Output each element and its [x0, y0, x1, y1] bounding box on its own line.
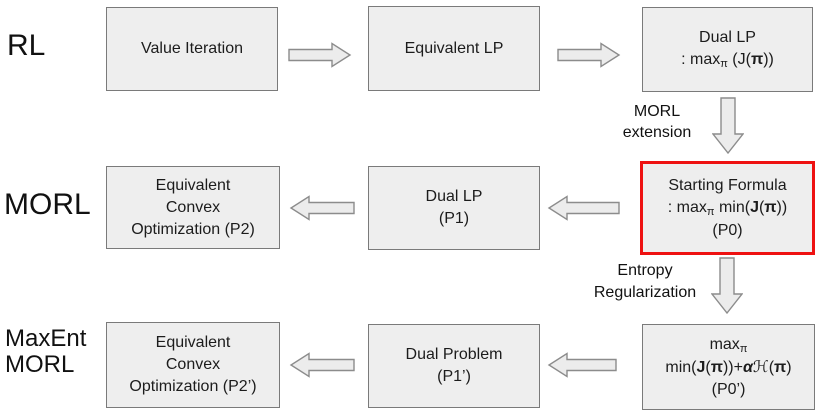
arrow-left-icon — [289, 195, 355, 221]
arrow-right-icon — [288, 42, 352, 68]
box-equivalent-lp: Equivalent LP — [368, 6, 540, 91]
label-entropy-regularization: Entropy Regularization — [593, 262, 697, 301]
row-label-morl: MORL — [4, 188, 91, 221]
box-value-iteration: Value Iteration — [106, 7, 278, 91]
arrow-down-icon — [711, 257, 743, 315]
arrow-right-icon — [557, 42, 621, 68]
arrow-left-icon — [547, 352, 617, 378]
arrow-left-icon — [547, 195, 620, 221]
arrow-down-icon — [712, 97, 744, 155]
box-dual-lp-p1: Dual LP(P1) — [368, 166, 540, 250]
box-starting-formula-p0-highlighted: Starting Formula: maxπ min(J(π))(P0) — [640, 161, 815, 255]
box-dual-problem-p1-prime: Dual Problem(P1’) — [368, 324, 540, 408]
row-label-rl: RL — [7, 29, 46, 62]
row-label-maxent-morl: MaxEnt MORL — [5, 325, 87, 378]
box-dual-lp-rl: Dual LP: maxπ (J(π)) — [642, 7, 813, 92]
arrow-left-icon — [289, 352, 355, 378]
label-morl-extension: MORL extension — [622, 103, 692, 141]
